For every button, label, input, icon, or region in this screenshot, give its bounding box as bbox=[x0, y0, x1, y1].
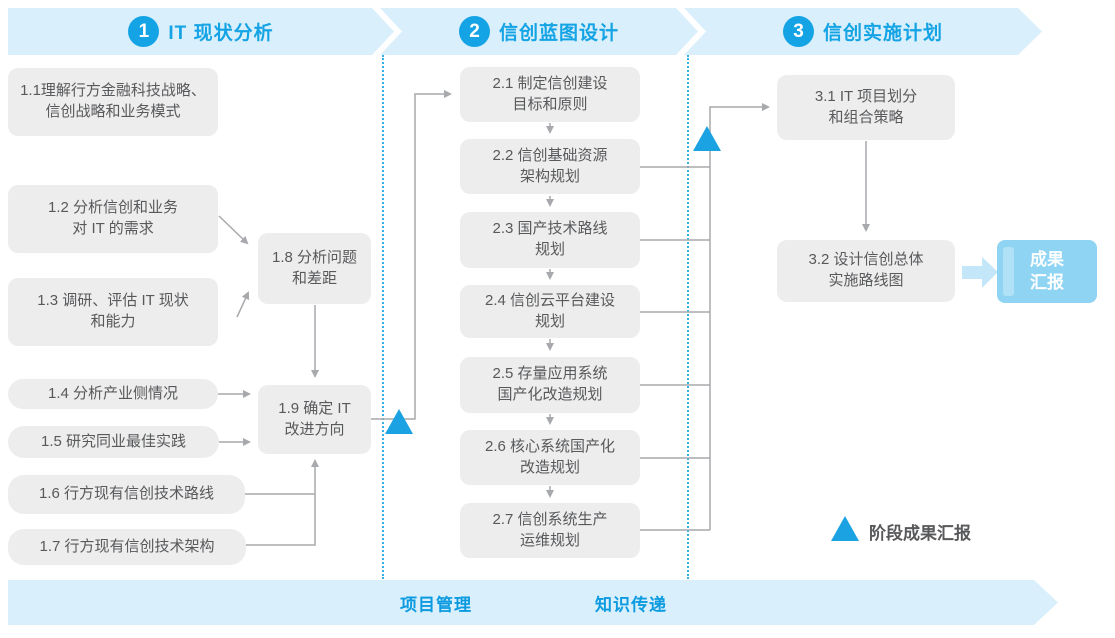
footer-label-project-management: 项目管理 bbox=[400, 595, 472, 614]
result-box-label: 成果 汇报 bbox=[1030, 250, 1064, 292]
task-box-2-7: 2.7 信创系统生产 运维规划 bbox=[460, 503, 640, 558]
task-box-2-2: 2.2 信创基础资源 架构规划 bbox=[460, 139, 640, 194]
result-arrow bbox=[962, 257, 998, 288]
phase-3-title: 信创实施计划 bbox=[822, 23, 943, 44]
task-box-2-5: 2.5 存量应用系统 国产化改造规划 bbox=[460, 357, 640, 413]
task-box-2-6: 2.6 核心系统国产化 改造规划 bbox=[460, 430, 640, 485]
task-box-3-2: 3.2 设计信创总体 实施路线图 bbox=[777, 240, 955, 302]
task-box-1-6: 1.6 行方现有信创技术路线 bbox=[8, 475, 245, 514]
task-box-1-5: 1.5 研究同业最佳实践 bbox=[8, 426, 219, 458]
phase-divider-1 bbox=[382, 55, 384, 579]
phase-2-number-badge: 2 bbox=[458, 16, 490, 47]
phase-band-3: 3 信创实施计划 bbox=[684, 8, 1042, 55]
task-box-1-8: 1.8 分析问题 和差距 bbox=[258, 233, 371, 304]
result-report-box: 成果 汇报 bbox=[997, 240, 1097, 303]
footer-label-knowledge-transfer: 知识传递 bbox=[595, 595, 667, 614]
task-box-2-4: 2.4 信创云平台建设 规划 bbox=[460, 285, 640, 338]
milestone-triangle-phase2-icon bbox=[693, 126, 721, 151]
phase-1-title: IT 现状分析 bbox=[168, 23, 274, 44]
task-box-1-4: 1.4 分析产业侧情况 bbox=[8, 379, 218, 409]
task-box-1-1: 1.1理解行方金融科技战略、 信创战略和业务模式 bbox=[8, 68, 218, 136]
task-box-1-7: 1.7 行方现有信创技术架构 bbox=[8, 529, 246, 565]
phase-divider-2 bbox=[687, 55, 689, 579]
legend-label: 阶段成果汇报 bbox=[869, 524, 971, 543]
task-box-1-3: 1.3 调研、评估 IT 现状 和能力 bbox=[8, 278, 218, 346]
phase-3-number-badge: 3 bbox=[782, 16, 814, 47]
phase-band-2: 2 信创蓝图设计 bbox=[380, 8, 698, 55]
phase-band-1: 1 IT 现状分析 bbox=[8, 8, 394, 55]
task-box-3-1: 3.1 IT 项目划分 和组合策略 bbox=[777, 75, 955, 140]
phase-1-number-badge: 1 bbox=[128, 16, 160, 47]
legend-triangle-icon bbox=[831, 516, 859, 541]
result-box-stripe bbox=[1003, 247, 1014, 296]
footer-band: 项目管理 知识传递 bbox=[8, 580, 1058, 625]
task-box-1-9: 1.9 确定 IT 改进方向 bbox=[258, 385, 371, 454]
phase-2-title: 信创蓝图设计 bbox=[498, 23, 619, 44]
task-box-1-2: 1.2 分析信创和业务 对 IT 的需求 bbox=[8, 185, 218, 253]
task-box-2-1: 2.1 制定信创建设 目标和原则 bbox=[460, 67, 640, 122]
milestone-triangle-phase1-icon bbox=[385, 409, 413, 434]
task-box-2-3: 2.3 国产技术路线 规划 bbox=[460, 212, 640, 268]
